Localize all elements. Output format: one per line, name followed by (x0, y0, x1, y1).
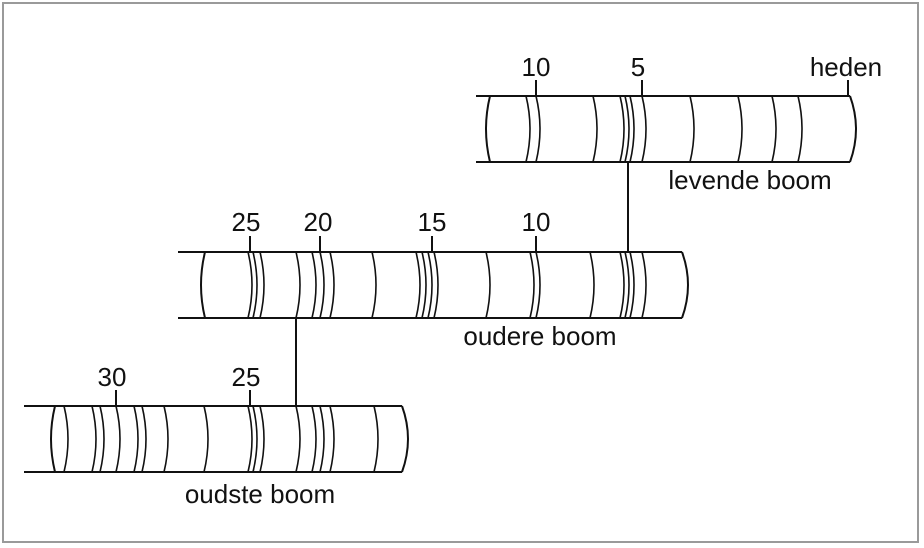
oldest-tree-tick-label-25: 25 (232, 362, 261, 392)
older-tree-rings (247, 251, 647, 319)
oldest-tree: 30 25 oudste boom (24, 362, 409, 509)
older-tree-tick-label-10: 10 (522, 207, 551, 237)
living-tree-log (476, 95, 857, 163)
older-tree-log (178, 251, 689, 319)
living-tree-tick-label-10: 10 (522, 52, 551, 82)
living-tree-tick-label-heden: heden (810, 52, 882, 82)
oldest-tree-label: oudste boom (185, 479, 335, 509)
living-tree: 10 5 heden levende boom (476, 52, 882, 195)
oldest-tree-log (24, 405, 409, 473)
oldest-tree-tick-label-30: 30 (98, 362, 127, 392)
older-tree-tick-label-25: 25 (232, 207, 261, 237)
older-tree-tick-label-15: 15 (418, 207, 447, 237)
living-tree-label: levende boom (668, 165, 831, 195)
figure-frame (2, 2, 919, 543)
older-tree: 25 20 15 10 oudere boom (178, 207, 689, 351)
living-tree-rings (525, 95, 803, 163)
oldest-tree-rings (63, 405, 379, 473)
older-tree-tick-label-20: 20 (304, 207, 333, 237)
older-tree-label: oudere boom (463, 321, 616, 351)
living-tree-tick-label-5: 5 (631, 52, 645, 82)
